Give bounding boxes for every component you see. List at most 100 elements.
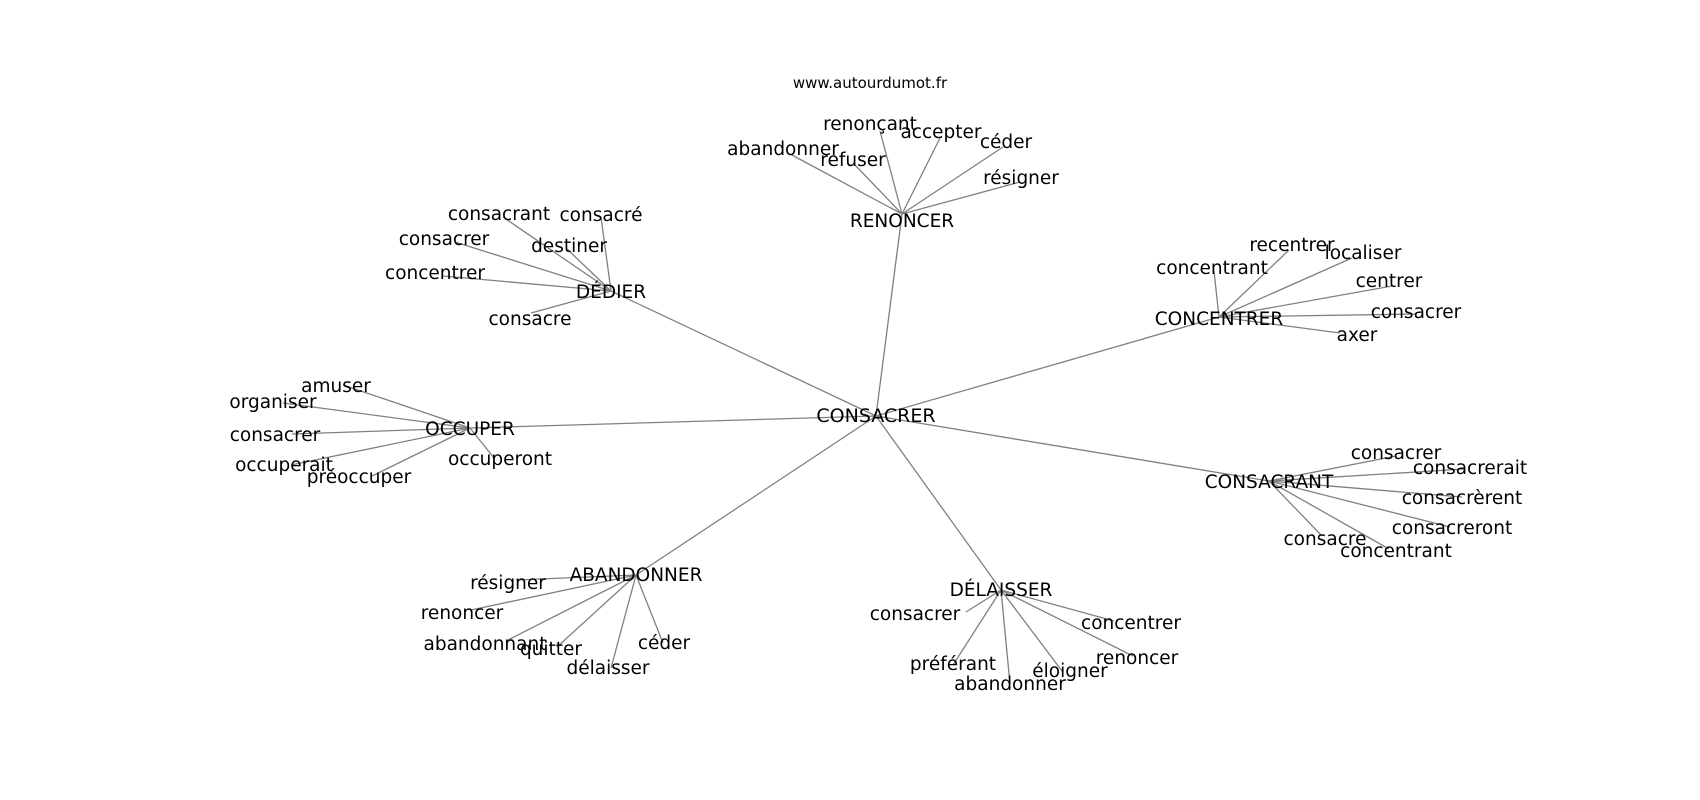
center-node-label: CONSACRER (816, 405, 935, 427)
edge-consacrant-leaf-3 (1268, 480, 1451, 528)
leaf-node-concentrer-0: recentrer (1249, 235, 1335, 256)
edge-renoncer-leaf-5 (901, 181, 1021, 215)
edge-dedier-leaf-5 (530, 290, 612, 314)
leaf-node-concentrer-1: localiser (1325, 243, 1402, 264)
edge-delaisser-leaf-4 (952, 589, 1002, 666)
leaf-node-dedier-5: consacre (489, 309, 572, 330)
edge-concentrer-leaf-2 (1213, 270, 1220, 318)
leaf-node-renoncer-0: renonçant (823, 114, 917, 135)
edge-delaisser-leaf-2 (1000, 589, 1134, 657)
edge-concentrer-leaf-1 (1218, 257, 1353, 318)
leaf-node-dedier-2: consacrer (399, 229, 490, 250)
leaf-node-concentrer-3: centrer (1356, 271, 1423, 292)
edge-consacrant-leaf-1 (1268, 468, 1466, 482)
leaf-node-concentrer-2: concentrant (1156, 258, 1268, 279)
leaf-node-dedier-0: consacrant (448, 204, 550, 225)
hub-node-consacrant: CONSACRANT (1205, 472, 1334, 493)
leaf-node-consacrant-5: concentrant (1340, 541, 1452, 562)
leaf-node-consacrant-1: consacrerait (1413, 458, 1527, 479)
edge-concentrer-leaf-3 (1218, 285, 1393, 318)
edge-center-renoncer (875, 213, 903, 417)
edge-occuper-leaf-1 (282, 402, 471, 429)
edge-renoncer-leaf-4 (854, 164, 903, 215)
leaf-node-renoncer-4: refuser (820, 150, 886, 171)
hub-node-renoncer: RENONCER (850, 211, 954, 232)
leaf-node-consacrant-0: consacrer (1351, 443, 1442, 464)
edge-delaisser-leaf-3 (1000, 589, 1063, 672)
edge-renoncer-leaf-0 (879, 130, 903, 215)
leaf-node-abandonner-1: renoncer (421, 603, 504, 624)
leaf-node-renoncer-1: accepter (900, 122, 981, 143)
edge-concentrer-leaf-0 (1218, 249, 1290, 318)
leaf-node-occuper-1: organiser (229, 392, 317, 413)
edge-dedier-leaf-1 (600, 216, 612, 292)
edge-abandonner-leaf-3 (556, 574, 637, 648)
edge-dedier-leaf-3 (566, 248, 612, 292)
edge-concentrer-leaf-5 (1218, 316, 1341, 334)
edges-layer (282, 130, 1466, 685)
edge-delaisser-leaf-5 (1000, 589, 1011, 685)
edge-center-abandonner (635, 415, 877, 576)
edge-center-occuper (469, 415, 877, 429)
leaf-node-renoncer-3: abandonner (727, 139, 839, 160)
edge-dedier-leaf-2 (454, 241, 612, 292)
leaf-node-occuper-5: occuperont (448, 449, 552, 470)
edge-occuper-leaf-0 (342, 384, 471, 429)
edge-occuper-leaf-4 (371, 427, 471, 477)
edge-occuper-leaf-5 (469, 427, 495, 459)
leaf-node-delaisser-1: concentrer (1081, 613, 1181, 634)
edge-occuper-leaf-2 (291, 427, 471, 435)
leaf-node-delaisser-0: consacrer (870, 604, 961, 625)
edge-abandonner-leaf-4 (610, 574, 637, 669)
watermark-text: www.autourdumot.fr (793, 74, 948, 92)
hub-node-concentrer: CONCENTRER (1155, 309, 1284, 330)
edge-consacrant-leaf-0 (1268, 455, 1397, 482)
edge-dedier-leaf-4 (442, 275, 612, 292)
leaf-node-abandonner-3: quitter (520, 639, 582, 660)
leaf-node-concentrer-5: axer (1337, 325, 1378, 346)
edge-delaisser-leaf-1 (1000, 589, 1115, 622)
leaf-node-delaisser-3: éloigner (1032, 661, 1108, 682)
leaf-node-delaisser-4: préférant (910, 654, 996, 675)
leaf-node-abandonner-4: délaisser (566, 658, 649, 679)
hub-node-occuper: OCCUPER (425, 419, 515, 440)
leaf-node-dedier-4: concentrer (385, 263, 485, 284)
leaf-node-concentrer-4: consacrer (1371, 302, 1462, 323)
leaf-node-occuper-3: occuperait (235, 455, 333, 476)
edge-center-concentrer (875, 316, 1220, 417)
leaf-node-occuper-2: consacrer (230, 425, 321, 446)
leaf-node-abandonner-2: abandonnant (424, 634, 547, 655)
leaf-node-consacrant-4: consacre (1284, 529, 1367, 550)
hub-node-abandonner: ABANDONNER (570, 565, 703, 586)
edge-concentrer-leaf-4 (1218, 313, 1418, 318)
edge-renoncer-leaf-1 (901, 137, 941, 215)
edge-consacrant-leaf-4 (1268, 480, 1323, 537)
edge-center-dedier (610, 290, 877, 417)
edge-abandonner-leaf-2 (505, 574, 637, 642)
leaf-node-renoncer-2: céder (980, 132, 1033, 153)
edge-renoncer-leaf-3 (789, 153, 903, 215)
leaf-node-abandonner-0: résigner (470, 573, 546, 594)
leaf-node-dedier-1: consacré (560, 205, 643, 226)
leaf-node-delaisser-2: renoncer (1096, 648, 1179, 669)
leaf-node-consacrant-3: consacreront (1392, 518, 1512, 539)
edge-consacrant-leaf-5 (1268, 480, 1390, 550)
edge-consacrant-leaf-2 (1268, 480, 1463, 498)
edge-renoncer-leaf-2 (901, 146, 1004, 215)
edge-center-consacrant (875, 415, 1270, 482)
leaf-node-occuper-0: amuser (301, 376, 371, 397)
leaf-node-renoncer-5: résigner (983, 168, 1059, 189)
edge-abandonner-leaf-0 (515, 574, 637, 581)
edge-abandonner-leaf-5 (635, 574, 664, 644)
hub-node-delaisser: DÉLAISSER (950, 579, 1053, 601)
edge-dedier-leaf-0 (502, 216, 612, 292)
edge-center-delaisser (875, 415, 1002, 591)
edge-abandonner-leaf-1 (470, 574, 637, 611)
edge-occuper-leaf-3 (290, 427, 471, 466)
hub-node-dedier: DÉDIER (576, 281, 646, 303)
leaf-node-occuper-4: préoccuper (307, 467, 412, 488)
leaf-node-delaisser-5: abandonner (954, 674, 1066, 695)
edge-delaisser-leaf-0 (965, 589, 1002, 613)
leaf-node-abandonner-5: céder (638, 633, 691, 654)
